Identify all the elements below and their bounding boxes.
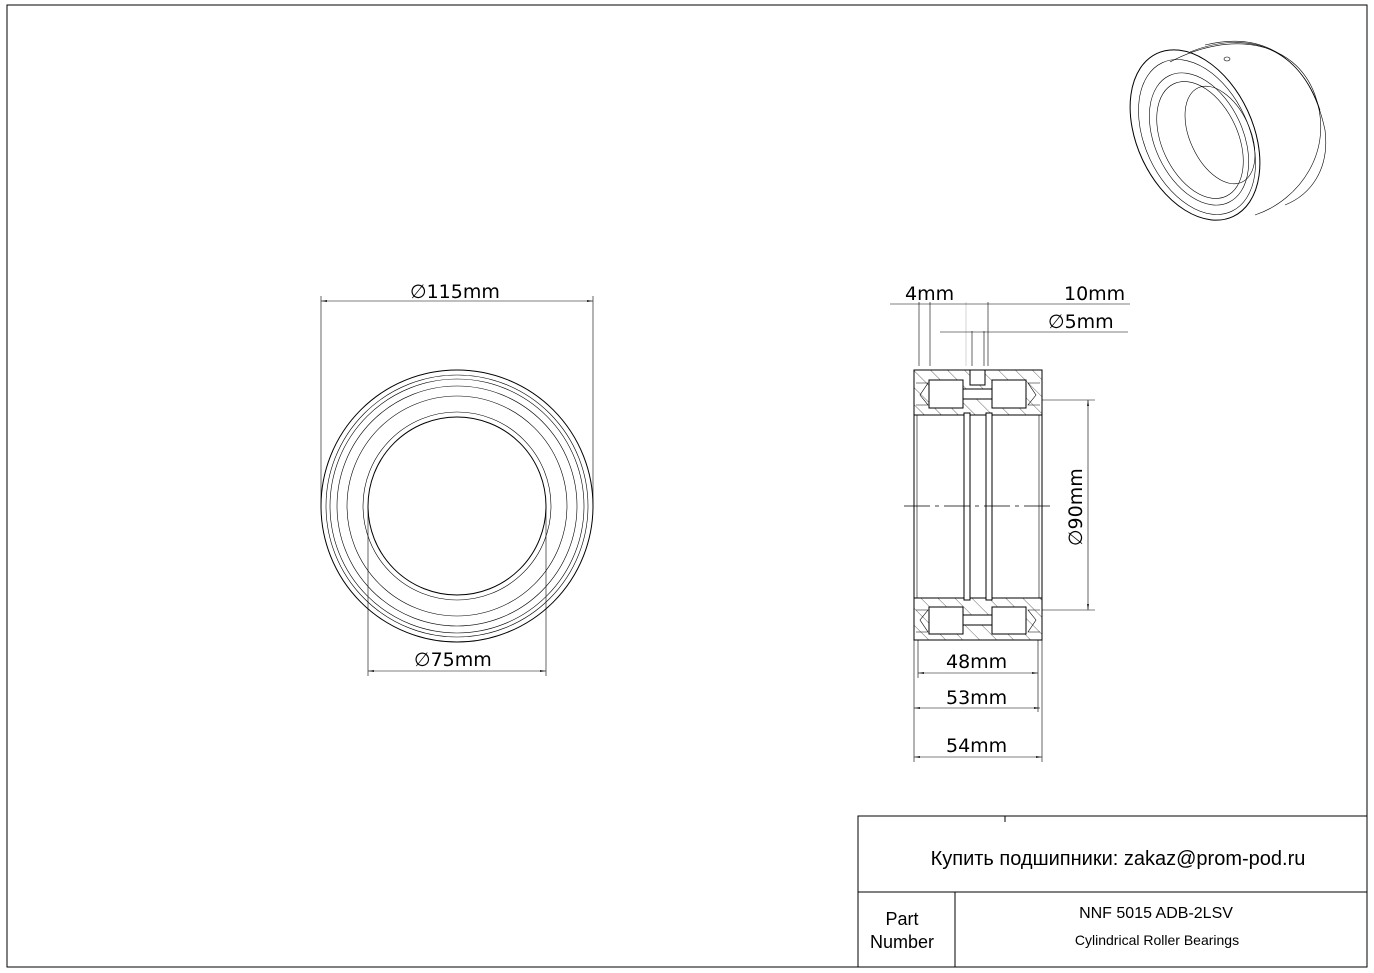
center-groove [963,412,971,601]
outer-ring-edge [320,369,594,643]
ring-contour [329,378,585,634]
dim-90-value: 90mm [1065,468,1087,529]
dim-hole-diameter: ∅5mm [1048,311,1114,333]
seal-contour [346,395,568,617]
iso-bore-inner [1184,85,1256,185]
iso-face-contour [1149,72,1249,206]
roller [928,379,964,409]
roller [991,379,1027,409]
roller-spacer [962,614,993,626]
buy-contact-text: Купить подшипники: zakaz@prom-pod.ru [931,848,1306,870]
diameter-symbol: ∅ [1048,311,1065,333]
dim-10mm: 10mm [1064,283,1125,305]
inner-ring-contour [362,411,552,601]
dim-90mm: ∅90mm [1065,468,1087,546]
bore [913,414,1043,599]
iso-outer-surface [1204,41,1327,206]
seal [916,609,929,633]
iso-outer-surface [1169,43,1321,216]
roller [928,606,964,635]
side-view: 4mm 10mm ∅5mm ∅90mm 48mm 53mm 54mm [890,283,1130,762]
hole-diameter-value: 5mm [1065,311,1114,333]
part-number: NNF 5015 ADB-2LSV [1079,905,1233,922]
isometric-view [1129,41,1327,221]
outer-diameter-label: ∅115mm [410,281,500,303]
seal-contour [336,385,578,627]
outer-diameter-value: 115mm [427,281,500,303]
dim-48mm: 48mm [946,651,1007,673]
dim-4mm: 4mm [905,283,954,305]
seal [916,382,929,406]
part-label-line1: Part [885,909,918,929]
seal [1027,609,1040,633]
center-groove [985,412,993,601]
roller-spacer [962,388,993,400]
iso-face-edge [1129,49,1261,221]
front-view: ∅115mm ∅75mm [320,281,594,676]
bore-edge [367,416,547,596]
lubrication-hole [969,369,986,386]
inner-diameter-label: ∅75mm [414,649,492,671]
diameter-symbol: ∅ [410,281,427,303]
iso-outer-surface [1189,42,1321,111]
dim-54mm: 54mm [946,735,1007,757]
ring-contour [325,374,589,638]
seal [1027,382,1040,406]
diameter-symbol: ∅ [1065,529,1087,546]
title-block: Купить подшипники: zakaz@prom-pod.ru Par… [857,815,1368,968]
iso-lubrication-hole [1223,56,1231,62]
dim-53mm: 53mm [946,687,1007,709]
diameter-symbol: ∅ [414,649,431,671]
iso-bore-edge [1156,81,1244,199]
iso-face-contour [1138,59,1256,215]
part-label-line2: Number [870,932,934,952]
roller [991,606,1027,635]
part-type: Cylindrical Roller Bearings [1075,932,1239,948]
inner-diameter-value: 75mm [431,649,492,671]
sheet-border [6,4,1368,968]
